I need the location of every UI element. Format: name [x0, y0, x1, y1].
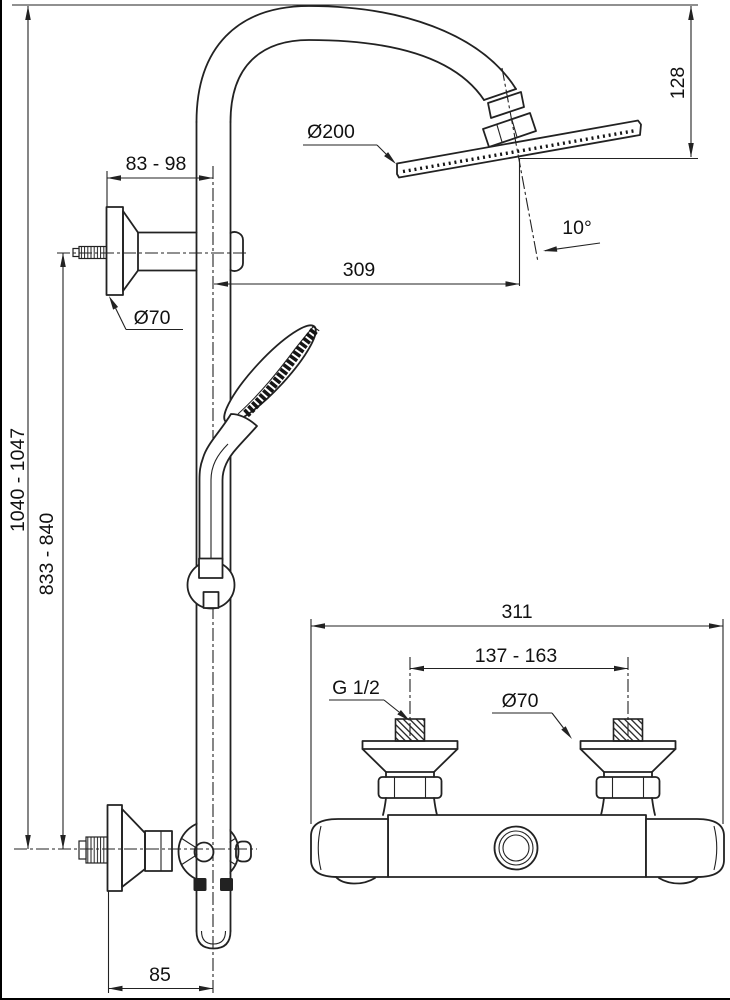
- valve-cap: [235, 840, 252, 863]
- dim-bracket-height-label: 833 - 840: [36, 513, 58, 596]
- dim-bracket-height: 833 - 840: [36, 253, 66, 849]
- upper-wall-bracket: [72, 206, 244, 296]
- dim-mixer-width: 311: [311, 601, 723, 629]
- left-grip-lip: [335, 876, 376, 885]
- right-handle-cap: [645, 818, 725, 878]
- dim-bracket-escutcheon: Ø70: [109, 296, 183, 331]
- rain-shower-head: [396, 119, 642, 179]
- right-inlet-thread: [612, 718, 644, 742]
- dim-wall-distance-top: 83 - 98: [107, 153, 213, 181]
- dim-mixer-width-label: 311: [501, 601, 532, 623]
- right-inlet-assembly: [579, 718, 677, 816]
- left-handle-cap: [310, 818, 389, 878]
- overhead-arm: [195, 5, 537, 148]
- mixer-body: [310, 814, 725, 885]
- hand-shower-handle: [198, 413, 258, 561]
- left-inlet-nut: [377, 776, 443, 799]
- shower-rail: [195, 121, 232, 950]
- dim-bracket-escutcheon-label: Ø70: [134, 307, 171, 329]
- dim-overall-height: 1040 - 1047: [7, 6, 31, 849]
- right-grip-lip: [658, 876, 699, 885]
- dimensions: 1040 - 1047 833 - 840 83 - 98 Ø200: [7, 4, 724, 993]
- left-inlet-assembly: [361, 718, 459, 816]
- dim-inlet-spacing: 137 - 163: [410, 645, 628, 672]
- dim-head-diameter-label: Ø200: [307, 121, 355, 143]
- dim-inlet-spacing-label: 137 - 163: [475, 645, 557, 667]
- dim-mixer-escutcheon-label: Ø70: [502, 690, 539, 712]
- rail-clamp-left: [193, 878, 207, 891]
- mixer-front-view: [310, 657, 725, 885]
- dim-wall-distance-bottom-label: 85: [149, 964, 171, 986]
- dim-inlet-thread: G 1/2: [329, 677, 410, 721]
- right-inlet-nut: [595, 776, 661, 799]
- dim-head-drop-label: 128: [667, 67, 689, 100]
- shower-column-view: [14, 5, 698, 996]
- dim-inlet-thread-label: G 1/2: [332, 677, 380, 699]
- center-outlet: [493, 825, 539, 871]
- rail-clamp-right: [220, 878, 233, 891]
- dim-head-angle: 10°: [543, 217, 601, 252]
- dim-wall-distance-bottom: 85: [108, 964, 213, 992]
- dim-head-angle-label: 10°: [562, 217, 592, 239]
- dim-wall-distance-top-label: 83 - 98: [126, 153, 187, 175]
- dim-mixer-escutcheon: Ø70: [492, 690, 572, 739]
- handle-socket: [198, 557, 224, 579]
- dim-head-diameter: Ø200: [303, 121, 396, 164]
- dim-head-reach-label: 309: [343, 259, 376, 281]
- dim-overall-height-label: 1040 - 1047: [7, 428, 29, 532]
- dim-head-reach: 309: [214, 259, 520, 287]
- dim-head-drop: 128: [667, 6, 694, 157]
- hand-shower: [186, 324, 320, 610]
- inlet-thread-side: [85, 836, 109, 864]
- left-inlet-thread: [394, 718, 426, 742]
